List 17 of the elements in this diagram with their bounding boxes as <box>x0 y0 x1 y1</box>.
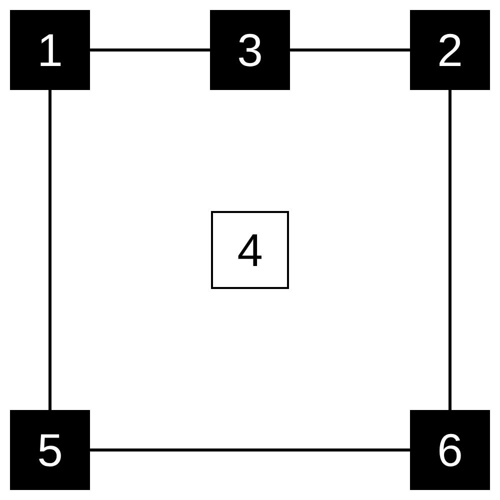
filled-box <box>210 10 290 90</box>
outlined-box <box>211 211 289 289</box>
box-number: 3 <box>237 27 263 73</box>
connector-line <box>48 90 52 410</box>
filled-box <box>410 410 490 490</box>
box-number: 4 <box>237 227 263 273</box>
box-number: 5 <box>37 427 63 473</box>
box-number: 1 <box>37 27 63 73</box>
box-number: 6 <box>437 427 463 473</box>
connector-line <box>90 48 210 52</box>
filled-box <box>410 10 490 90</box>
filled-box <box>10 10 90 90</box>
filled-box <box>10 410 90 490</box>
box-number: 2 <box>437 27 463 73</box>
connector-line <box>448 90 452 410</box>
connector-line <box>90 448 410 452</box>
connector-line <box>290 48 410 52</box>
